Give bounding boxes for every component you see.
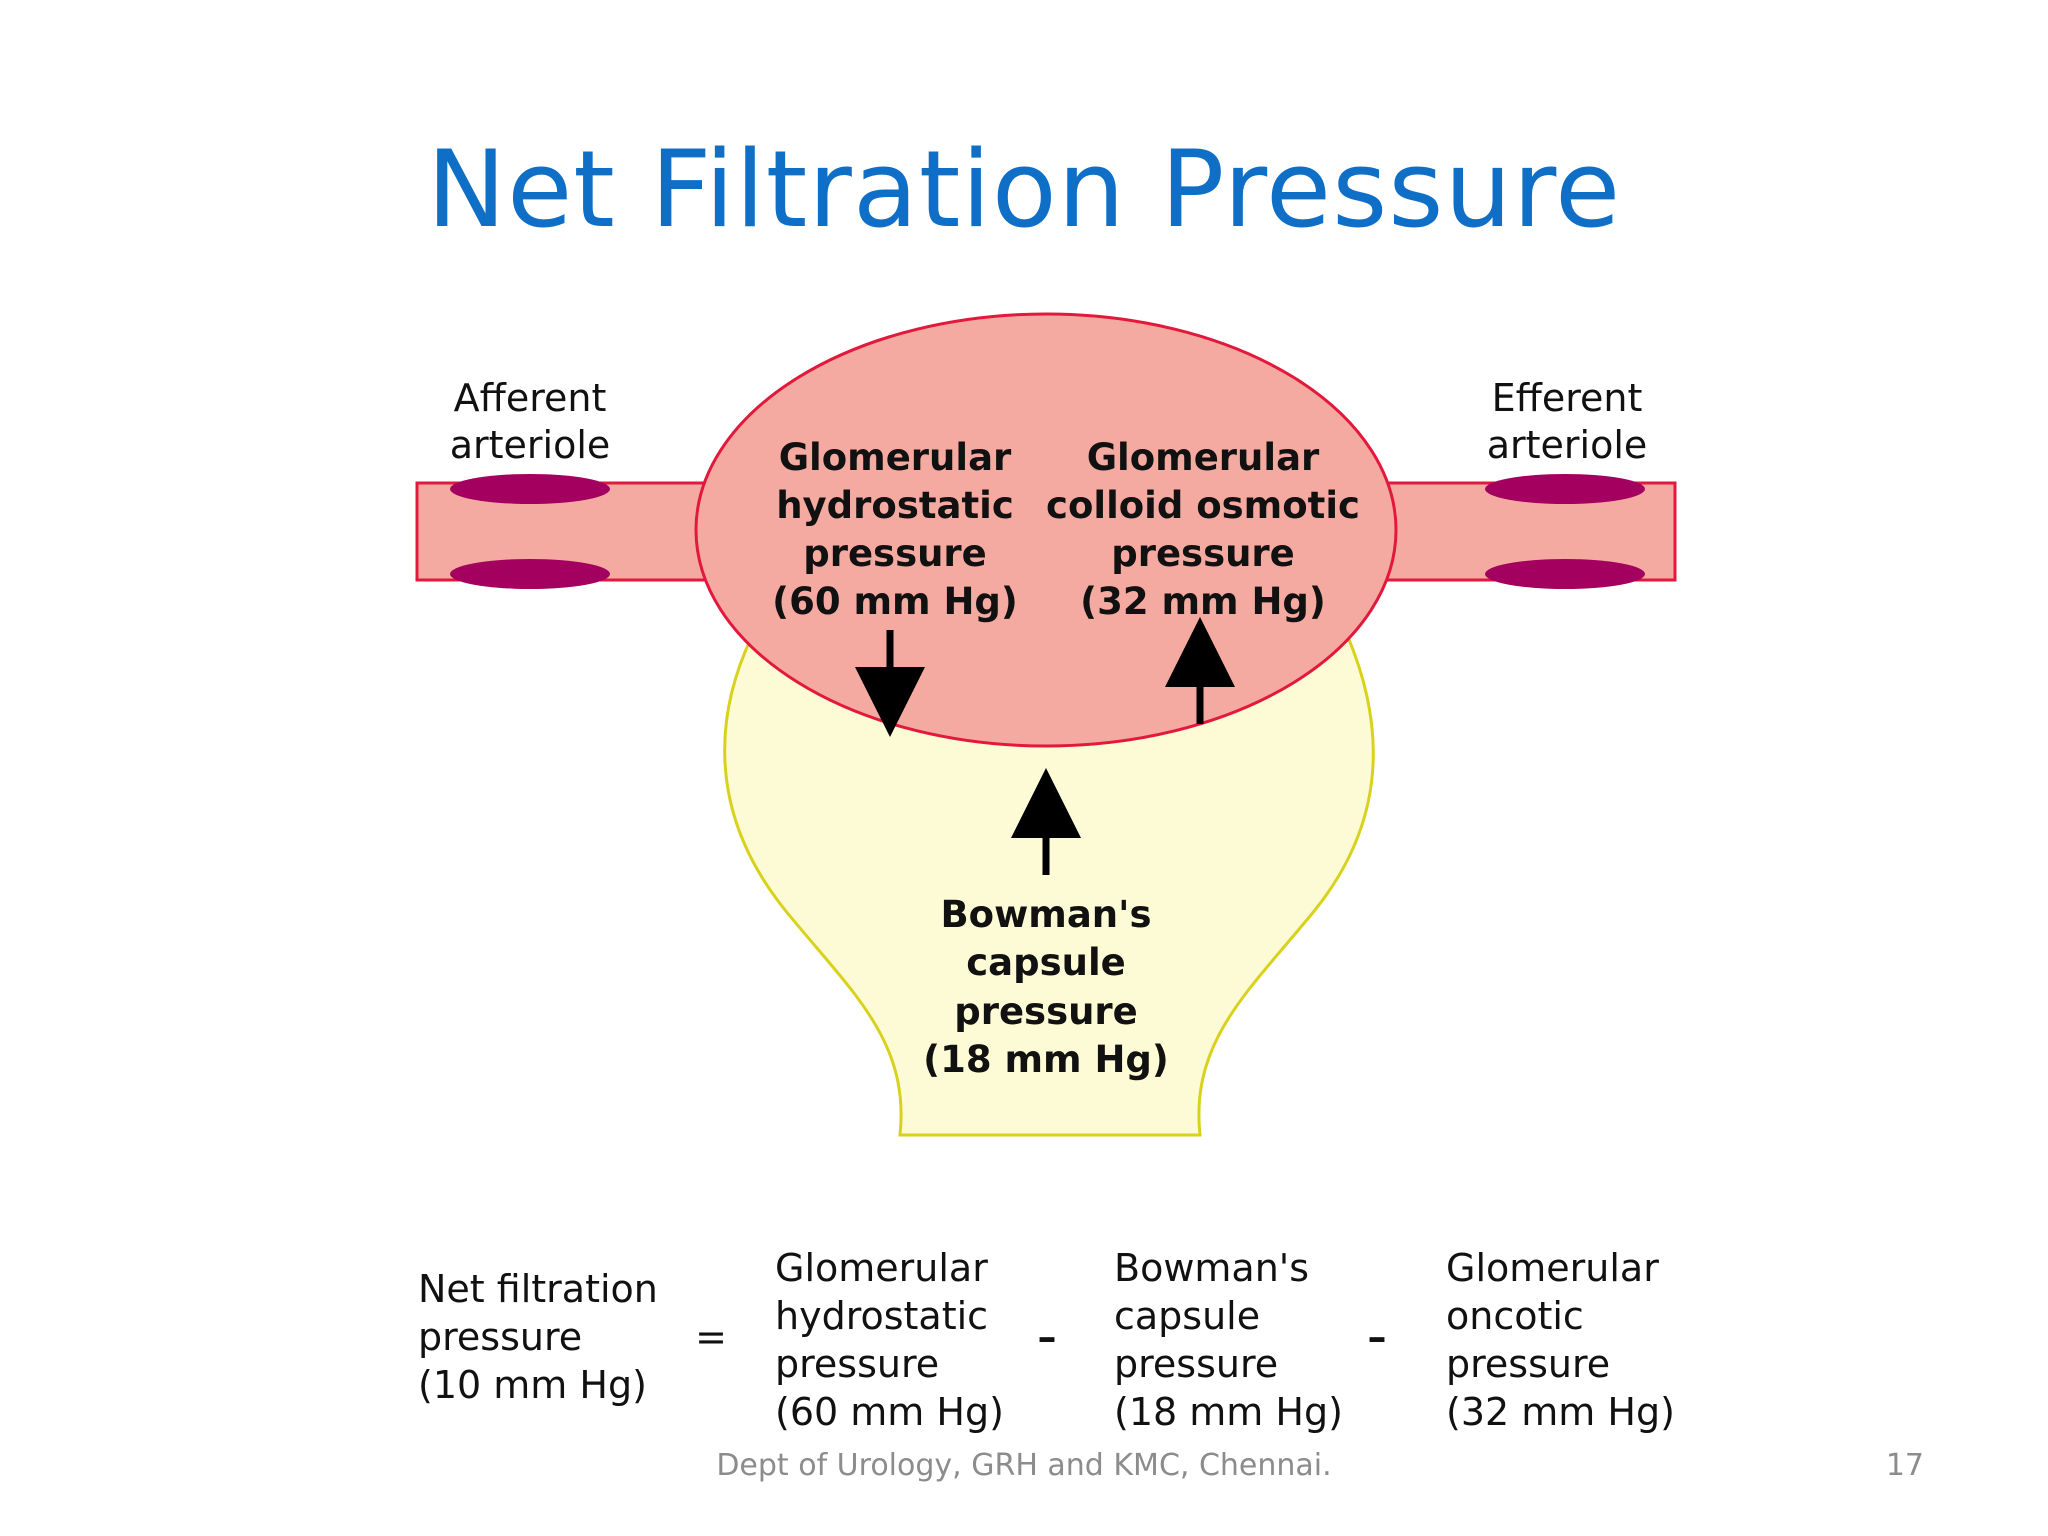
hydrostatic-label-line3: pressure <box>803 532 987 575</box>
colloid-label-line1: Glomerular <box>1087 436 1320 479</box>
slide-number: 17 <box>1885 1448 1924 1483</box>
bowmans-label-line1: Bowman's <box>940 893 1151 936</box>
equation-term3-line1: Glomerular <box>1446 1246 1659 1290</box>
bowmans-label-line4: (18 mm Hg) <box>923 1038 1169 1081</box>
equation-term2-line1: Bowman's <box>1114 1246 1309 1290</box>
equation-minus-sign-1: – <box>1038 1315 1057 1359</box>
slide-title: Net Filtration Pressure <box>426 128 1622 251</box>
equation-net-line3: (10 mm Hg) <box>418 1363 647 1407</box>
equation-term1-line4: (60 mm Hg) <box>775 1390 1004 1434</box>
colloid-label-line2: colloid osmotic <box>1046 484 1360 527</box>
afferent-muscle-band-top <box>450 474 610 504</box>
equation-term3-line4: (32 mm Hg) <box>1446 1390 1675 1434</box>
hydrostatic-label-line4: (60 mm Hg) <box>772 580 1018 623</box>
slide-footer: Dept of Urology, GRH and KMC, Chennai. <box>716 1448 1332 1483</box>
colloid-label-line3: pressure <box>1111 532 1295 575</box>
equation-minus-sign-2: – <box>1368 1315 1387 1359</box>
equation-net-line2: pressure <box>418 1315 582 1359</box>
equation-term2-line3: pressure <box>1114 1342 1278 1386</box>
afferent-muscle-band-bottom <box>450 559 610 589</box>
equation-term1-line1: Glomerular <box>775 1246 988 1290</box>
colloid-label-line4: (32 mm Hg) <box>1080 580 1326 623</box>
equation-term1-line2: hydrostatic <box>775 1294 988 1338</box>
efferent-label-line2: arteriole <box>1487 423 1648 467</box>
glomerulus-shape <box>694 312 1398 748</box>
afferent-label-line2: arteriole <box>450 423 611 467</box>
equation-net-line1: Net filtration <box>418 1267 658 1311</box>
efferent-label-line1: Efferent <box>1492 376 1643 420</box>
equation-term1-line3: pressure <box>775 1342 939 1386</box>
hydrostatic-label-line2: hydrostatic <box>776 484 1014 527</box>
equation-term3-line3: pressure <box>1446 1342 1610 1386</box>
bowmans-label-line3: pressure <box>954 990 1138 1033</box>
hydrostatic-label-line1: Glomerular <box>779 436 1012 479</box>
bowmans-label-line2: capsule <box>966 941 1126 984</box>
efferent-muscle-band-bottom <box>1485 559 1645 589</box>
equation-term2-line2: capsule <box>1114 1294 1260 1338</box>
net-filtration-equation: Net filtration pressure (10 mm Hg) = Glo… <box>418 1246 1675 1434</box>
equation-equals-sign: = <box>695 1315 727 1359</box>
equation-term2-line4: (18 mm Hg) <box>1114 1390 1343 1434</box>
equation-term3-line2: oncotic <box>1446 1294 1584 1338</box>
afferent-label-line1: Afferent <box>454 376 607 420</box>
efferent-muscle-band-top <box>1485 474 1645 504</box>
